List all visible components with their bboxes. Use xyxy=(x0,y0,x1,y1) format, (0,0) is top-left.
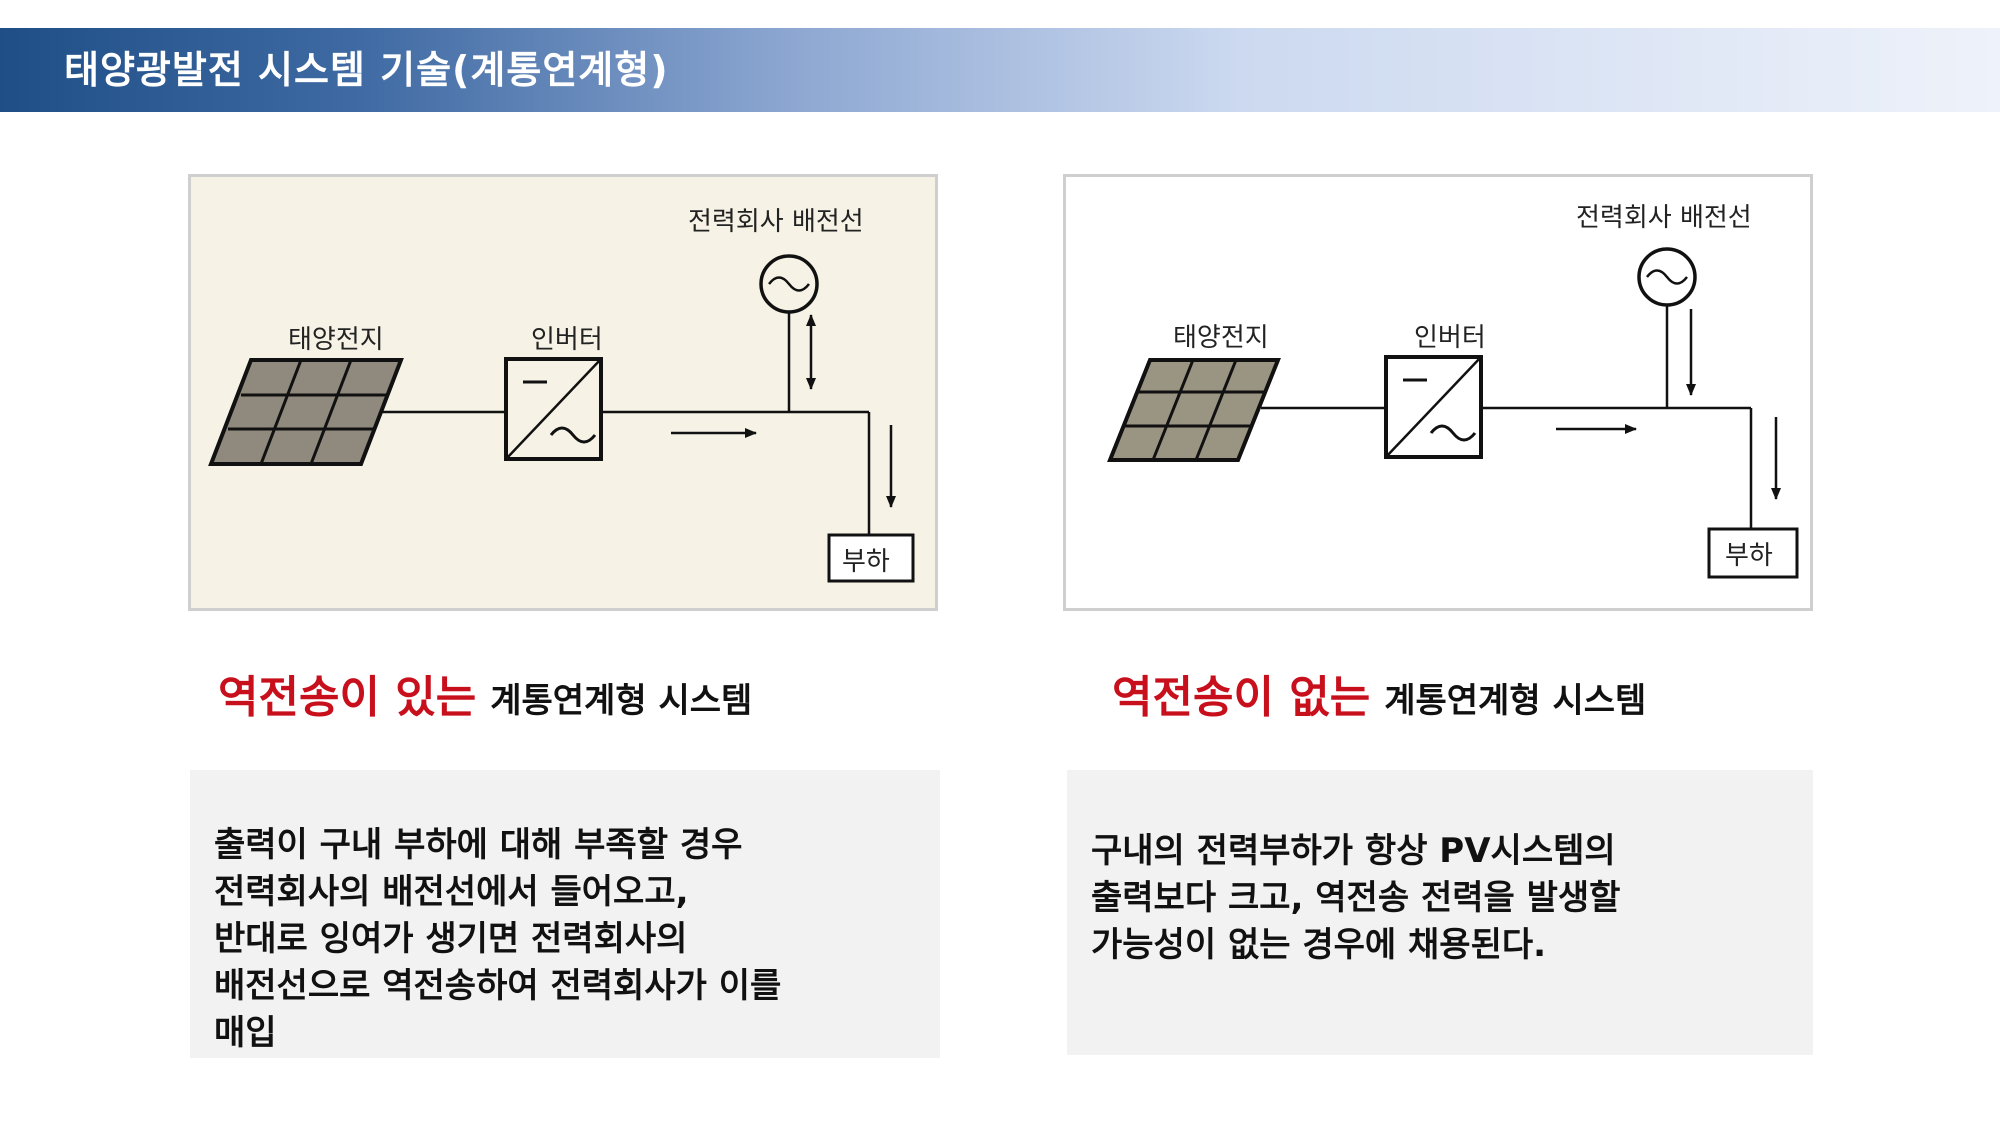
left-description-box: 출력이 구내 부하에 대해 부족할 경우 전력회사의 배전선에서 들어오고, 반… xyxy=(190,770,940,1058)
left-subtitle: 역전송이 있는 계통연계형 시스템 xyxy=(218,668,752,728)
description-line: 구내의 전력부하가 항상 PV시스템의 xyxy=(1091,831,1616,871)
inverter-icon xyxy=(504,357,603,461)
grid-label: 전력회사 배전선 xyxy=(1576,203,1752,233)
grid-connection-diagram xyxy=(208,254,915,583)
load-label: 부하 xyxy=(1725,541,1773,571)
right-subtitle: 역전송이 없는 계통연계형 시스템 xyxy=(1112,668,1646,728)
grid-connection-diagram xyxy=(1107,247,1799,579)
solar-cell-label: 태양전지 xyxy=(1173,323,1269,353)
inverter-label: 인버터 xyxy=(1414,323,1486,353)
load-box xyxy=(827,533,915,583)
description-line: 가능성이 없는 경우에 채용된다. xyxy=(1091,925,1547,965)
description-line: 전력회사의 배전선에서 들어오고, xyxy=(214,872,689,912)
page-title: 태양광발전 시스템 기술(계통연계형) xyxy=(64,48,669,92)
description-line: 배전선으로 역전송하여 전력회사가 이를 xyxy=(214,966,782,1006)
right-subtitle-highlight: 역전송이 없는 xyxy=(1112,672,1371,723)
solar-panel-icon xyxy=(208,358,404,466)
inverter-label: 인버터 xyxy=(531,325,603,355)
description-line: 출력이 구내 부하에 대해 부족할 경우 xyxy=(214,825,743,865)
left-subtitle-rest: 계통연계형 시스템 xyxy=(490,681,753,721)
ac-source-icon xyxy=(1637,247,1697,307)
solar-cell-label: 태양전지 xyxy=(288,325,384,355)
ac-source-icon xyxy=(759,254,819,314)
description-line: 출력보다 크고, 역전송 전력을 발생할 xyxy=(1091,878,1621,918)
load-label: 부하 xyxy=(842,547,890,577)
load-box xyxy=(1707,527,1799,579)
title-bar: 태양광발전 시스템 기술(계통연계형) xyxy=(0,28,2000,112)
left-subtitle-highlight: 역전송이 있는 xyxy=(218,672,477,723)
right-subtitle-rest: 계통연계형 시스템 xyxy=(1384,681,1647,721)
right-description-box: 구내의 전력부하가 항상 PV시스템의 출력보다 크고, 역전송 전력을 발생할… xyxy=(1067,770,1813,1055)
diagram-without-reverse-flow: 전력회사 배전선 태양전지 인버터 부하 xyxy=(1063,174,1813,611)
description-line: 매입 xyxy=(214,1013,277,1053)
description-line: 반대로 잉여가 생기면 전력회사의 xyxy=(214,919,688,959)
inverter-icon xyxy=(1384,355,1483,459)
diagram-with-reverse-flow: 전력회사 배전선 태양전지 인버터 부하 xyxy=(188,174,938,611)
solar-panel-icon xyxy=(1107,358,1281,462)
grid-label: 전력회사 배전선 xyxy=(688,207,864,237)
